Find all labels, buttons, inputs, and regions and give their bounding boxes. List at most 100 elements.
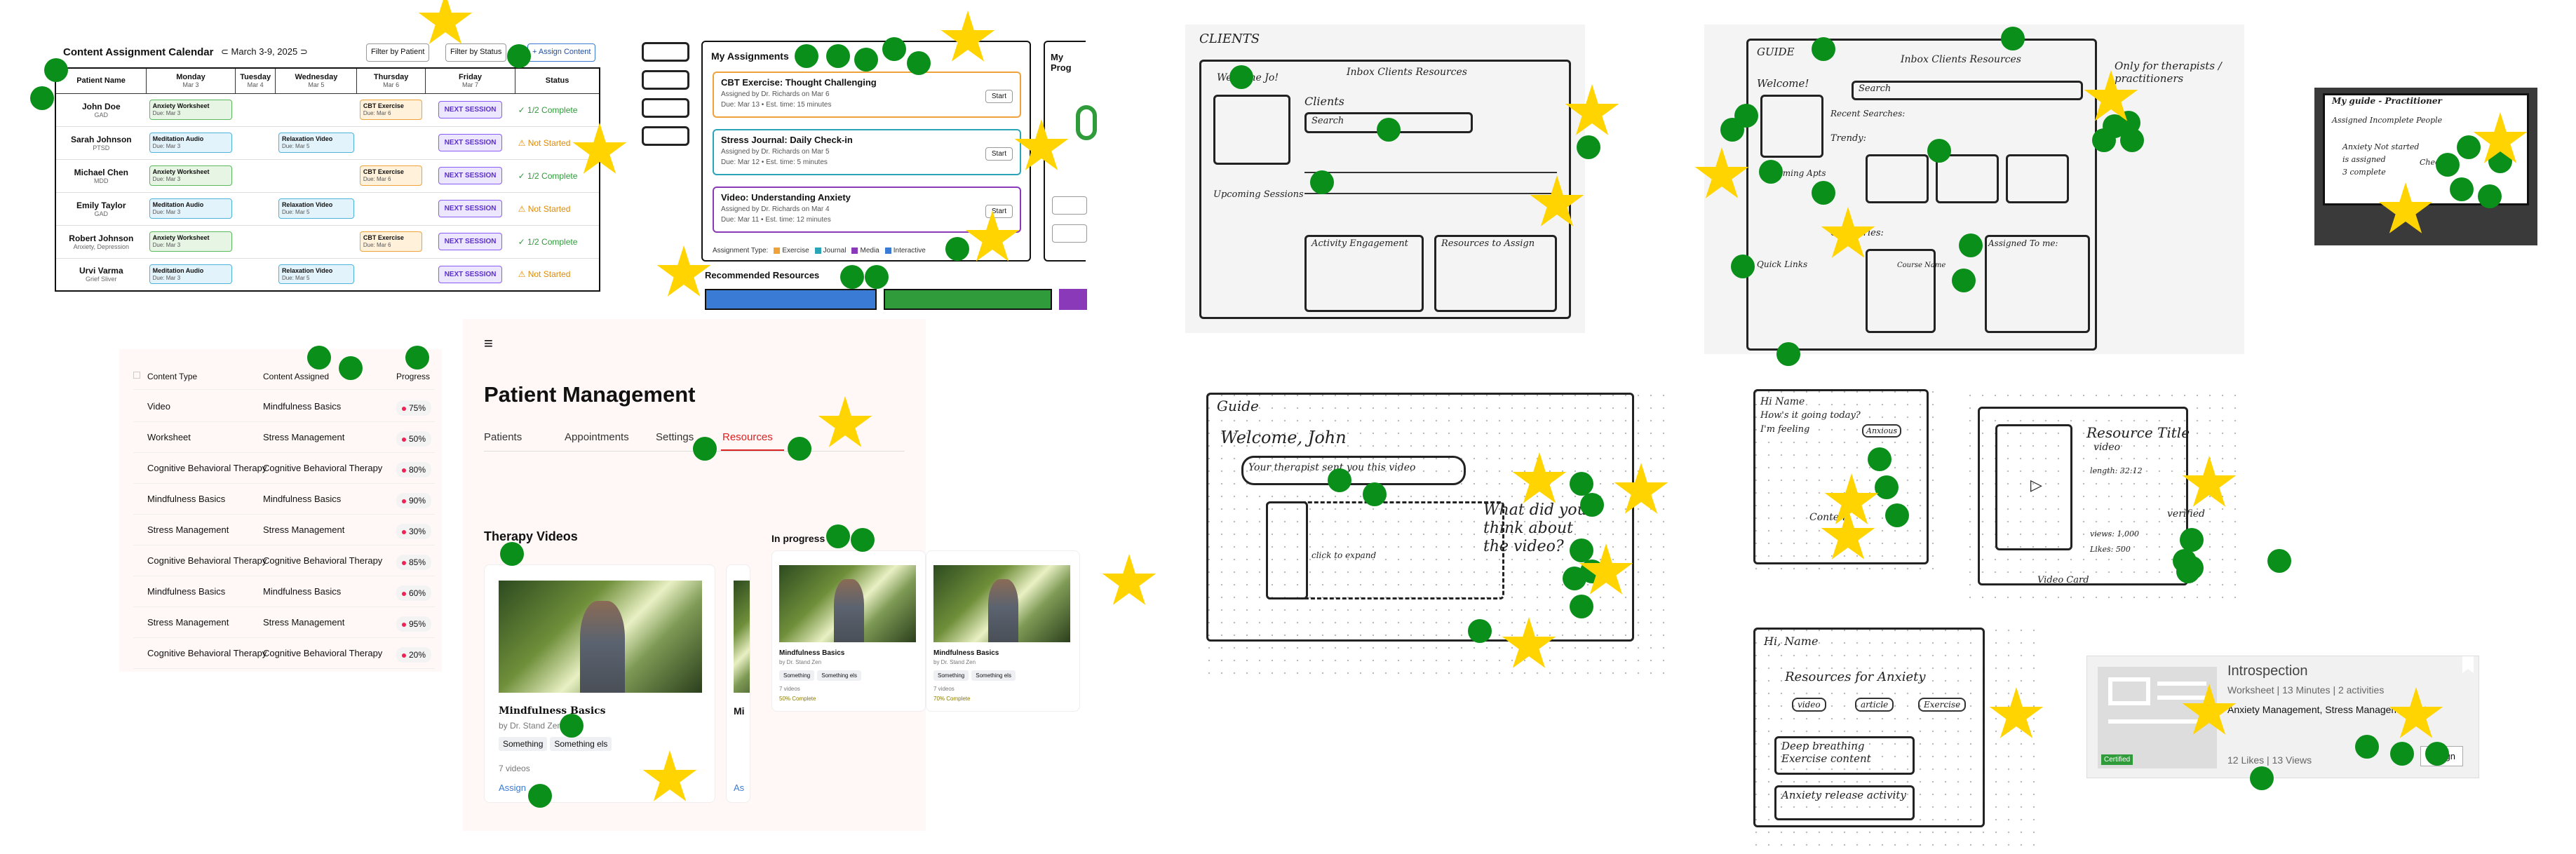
select-all-checkbox[interactable] [133, 372, 140, 379]
calendar-week-nav[interactable]: ⊂ March 3-9, 2025 ⊃ [221, 46, 308, 57]
hamburger-menu-icon[interactable]: ≡ [484, 334, 493, 352]
start-button[interactable]: Start [985, 90, 1013, 103]
recommended-resources-title: Recommended Resources [705, 270, 820, 280]
star-marker [1102, 554, 1156, 605]
video-thumbnail[interactable] [499, 581, 702, 693]
green-dot-marker [1363, 482, 1387, 506]
content-progress-table: Content Type Content Assigned Progress V… [119, 349, 442, 672]
green-dot-marker [1759, 160, 1783, 184]
green-dot-marker [854, 48, 878, 72]
video-tag: Something els [550, 737, 612, 751]
next-session-button[interactable]: NEXT SESSION [438, 134, 503, 151]
calendar-date-range: March 3-9, 2025 [231, 46, 298, 57]
green-dot-marker [560, 714, 584, 738]
progress-badge: 75% [396, 400, 432, 416]
introspection-title: Introspection [2227, 663, 2308, 679]
tab-patients[interactable]: Patients [484, 431, 522, 443]
green-dot-marker [907, 51, 931, 75]
start-button[interactable]: Start [985, 147, 1013, 161]
green-dot-marker [1885, 503, 1909, 527]
green-dot-marker [1734, 104, 1758, 128]
progress-button-1[interactable] [1052, 196, 1087, 215]
bookmark-icon[interactable] [2462, 656, 2474, 673]
next-session-button[interactable]: NEXT SESSION [438, 101, 503, 118]
chevron-left-icon[interactable]: ⊂ [221, 46, 229, 57]
progress-badge: 80% [396, 462, 432, 477]
header-content-type[interactable]: Content Type [147, 372, 198, 381]
green-dot-marker [826, 524, 850, 548]
filter-status-dropdown[interactable]: Filter by Status [445, 43, 507, 62]
progress-badge: 60% [396, 585, 432, 601]
green-dot-marker [2092, 128, 2116, 152]
status-badge: ⚠ Not Started [515, 192, 600, 226]
recommended-card-blue[interactable] [705, 289, 877, 310]
status-badge: ✓ 1/2 Complete [515, 159, 600, 193]
tab-appointments[interactable]: Appointments [565, 431, 629, 443]
header-progress[interactable]: Progress [396, 372, 431, 381]
in-progress-card-2[interactable]: Mindfulness Basics by Dr. Stand Zen Some… [926, 550, 1080, 712]
progress-button-2[interactable] [1052, 224, 1087, 243]
next-session-button[interactable]: NEXT SESSION [438, 265, 503, 283]
video-card-partial[interactable]: Mi As [726, 564, 750, 803]
tab-resources[interactable]: Resources [722, 431, 773, 443]
green-dot-marker [507, 44, 531, 68]
tab-settings[interactable]: Settings [656, 431, 694, 443]
calendar-title: Content Assignment Calendar [63, 46, 214, 58]
green-dot-marker [1570, 595, 1593, 618]
chevron-right-icon[interactable]: ⊃ [299, 46, 308, 57]
green-dot-marker [795, 44, 818, 68]
recommended-card-green[interactable] [884, 289, 1052, 310]
in-progress-card-1[interactable]: Mindfulness Basics by Dr. Stand Zen Some… [771, 550, 926, 712]
start-button[interactable]: Start [985, 205, 1013, 218]
assign-link[interactable]: Assign [499, 782, 527, 793]
next-session-button[interactable]: NEXT SESSION [438, 233, 503, 250]
play-icon[interactable]: ▷ [2030, 477, 2042, 494]
header-content-assigned[interactable]: Content Assigned [263, 372, 330, 381]
next-session-button[interactable]: NEXT SESSION [438, 167, 503, 184]
recommended-card-purple[interactable] [1059, 289, 1087, 310]
filter-patient-dropdown[interactable]: Filter by Patient [366, 43, 430, 62]
progress-label: 70% Complete [933, 696, 971, 702]
assign-content-button[interactable]: + Assign Content [527, 43, 596, 62]
video-card[interactable]: Mindfulness Basics by Dr. Stand Zen Some… [484, 564, 715, 803]
green-dot-marker [1952, 269, 1976, 292]
green-dot-marker [2180, 528, 2204, 552]
next-session-button[interactable]: NEXT SESSION [438, 200, 503, 217]
